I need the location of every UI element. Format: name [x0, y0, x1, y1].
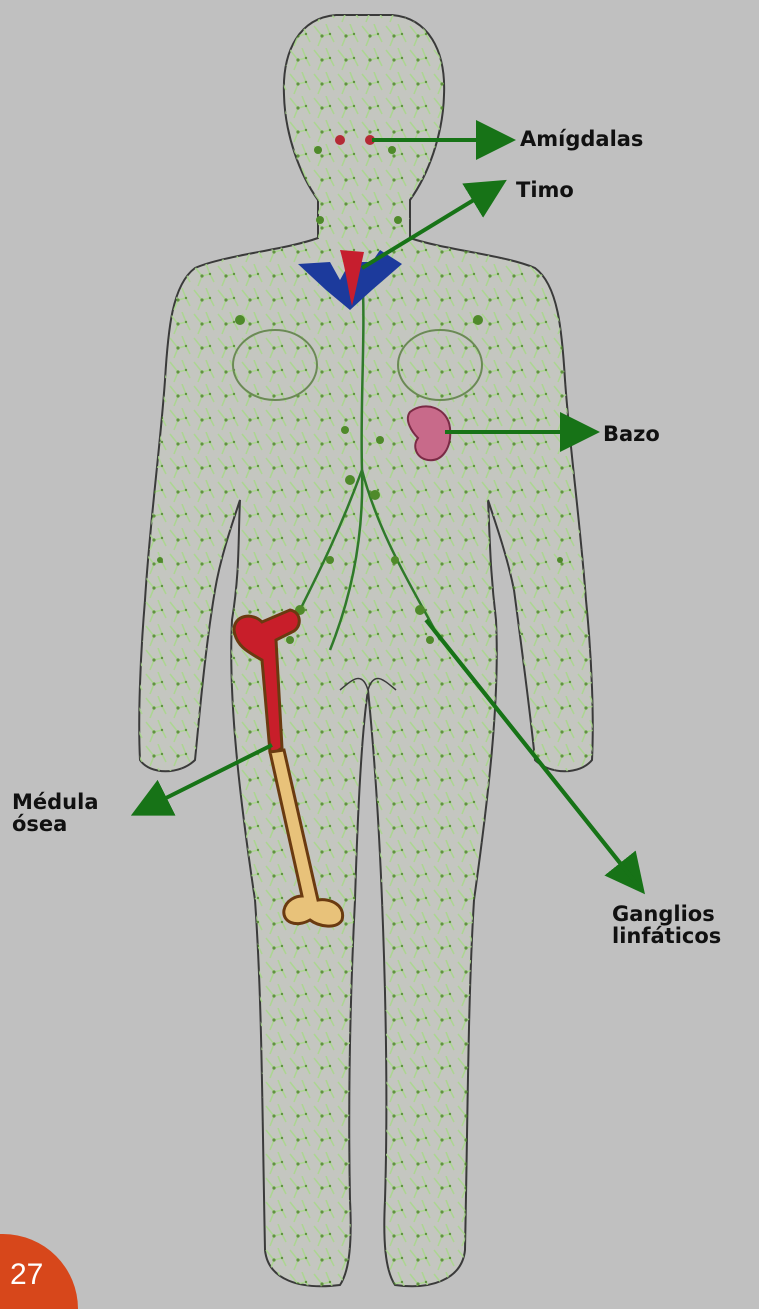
label-medula-line2: ósea: [12, 813, 99, 835]
label-ganglios-line1: Ganglios: [612, 903, 721, 925]
label-medula-line1: Médula: [12, 791, 99, 813]
label-amigdalas: Amígdalas: [520, 128, 643, 150]
label-timo: Timo: [516, 179, 574, 201]
page-number: 27: [10, 1258, 43, 1292]
body-outline: [139, 15, 593, 1286]
label-ganglios-linfaticos: Ganglios linfáticos: [612, 903, 721, 947]
label-bazo: Bazo: [603, 423, 660, 445]
label-ganglios-line2: linfáticos: [612, 925, 721, 947]
label-medula-osea: Médula ósea: [12, 791, 99, 835]
